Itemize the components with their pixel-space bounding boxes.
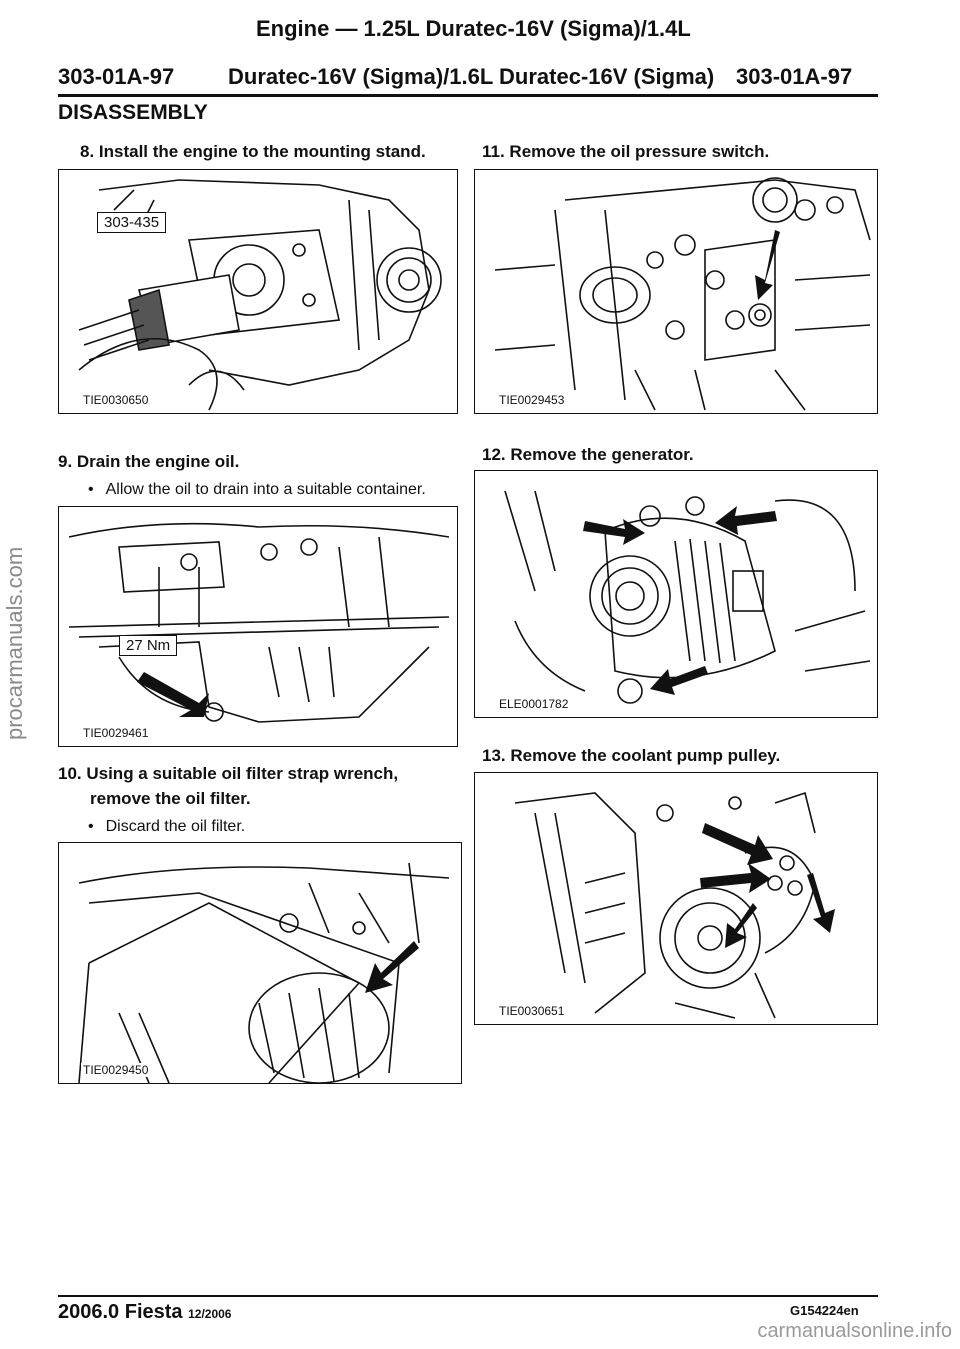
step-9-title: 9. Drain the engine oil. bbox=[58, 452, 240, 471]
figure-step-8: 303-435 TIE0030650 bbox=[58, 169, 458, 414]
figure-code: TIE0029453 bbox=[497, 393, 567, 407]
figure-step-9: 27 Nm TIE0029461 bbox=[58, 506, 458, 747]
step-12-title: 12. Remove the generator. bbox=[482, 445, 694, 464]
footer-model-name: 2006.0 Fiesta bbox=[58, 1301, 183, 1323]
step-8-title: 8. Install the engine to the mounting st… bbox=[80, 142, 426, 161]
footer-date: 12/2006 bbox=[188, 1307, 232, 1321]
footer-rule bbox=[58, 1295, 878, 1297]
figure-code: TIE0029450 bbox=[81, 1063, 151, 1077]
footer-code: G154224en bbox=[790, 1303, 859, 1318]
bottom-watermark: carmanualsonline.info bbox=[757, 1320, 952, 1342]
figure-step-12: ELE0001782 bbox=[474, 470, 878, 718]
generator-illustration bbox=[504, 490, 871, 704]
figure-code: TIE0030650 bbox=[81, 393, 151, 407]
section-title: DISASSEMBLY bbox=[58, 101, 208, 124]
step-10-title-line1: 10. Using a suitable oil filter strap wr… bbox=[58, 764, 399, 783]
step-9-bullet: Allow the oil to drain into a suitable c… bbox=[88, 481, 426, 499]
figure-step-11: TIE0029453 bbox=[474, 169, 878, 414]
coolant-pump-pulley-illustration bbox=[514, 791, 835, 1019]
side-watermark: procarmanuals.com bbox=[2, 546, 27, 740]
header-title-line2: Duratec-16V (Sigma)/1.6L Duratec-16V (Si… bbox=[228, 64, 715, 89]
tool-callout-303-435: 303-435 bbox=[97, 212, 167, 233]
step-13-title: 13. Remove the coolant pump pulley. bbox=[482, 746, 781, 765]
step-10-bullet: Discard the oil filter. bbox=[88, 818, 246, 836]
oil-pan-drain-illustration bbox=[68, 522, 450, 723]
footer-model: 2006.0 Fiesta 12/2006 bbox=[58, 1301, 231, 1324]
step-10-title-line2: remove the oil filter. bbox=[90, 789, 251, 808]
page-number-left: 303-01A-97 bbox=[58, 64, 175, 89]
figure-step-13: TIE0030651 bbox=[474, 772, 878, 1025]
step-11-title: 11. Remove the oil pressure switch. bbox=[482, 142, 770, 161]
figure-code: TIE0030651 bbox=[497, 1004, 567, 1018]
page-number-right: 303-01A-97 bbox=[736, 64, 853, 89]
figure-code: TIE0029461 bbox=[81, 726, 151, 740]
figure-step-10: TIE0029450 bbox=[58, 842, 462, 1084]
header-title-line1: Engine — 1.25L Duratec-16V (Sigma)/1.4L bbox=[256, 16, 691, 41]
figure-code: ELE0001782 bbox=[497, 697, 571, 711]
engine-mounting-illustration bbox=[78, 179, 442, 411]
torque-callout-27-nm: 27 Nm bbox=[119, 635, 178, 656]
oil-pressure-switch-illustration bbox=[494, 177, 871, 411]
oil-filter-illustration bbox=[78, 862, 450, 1083]
header-rule bbox=[58, 94, 878, 97]
